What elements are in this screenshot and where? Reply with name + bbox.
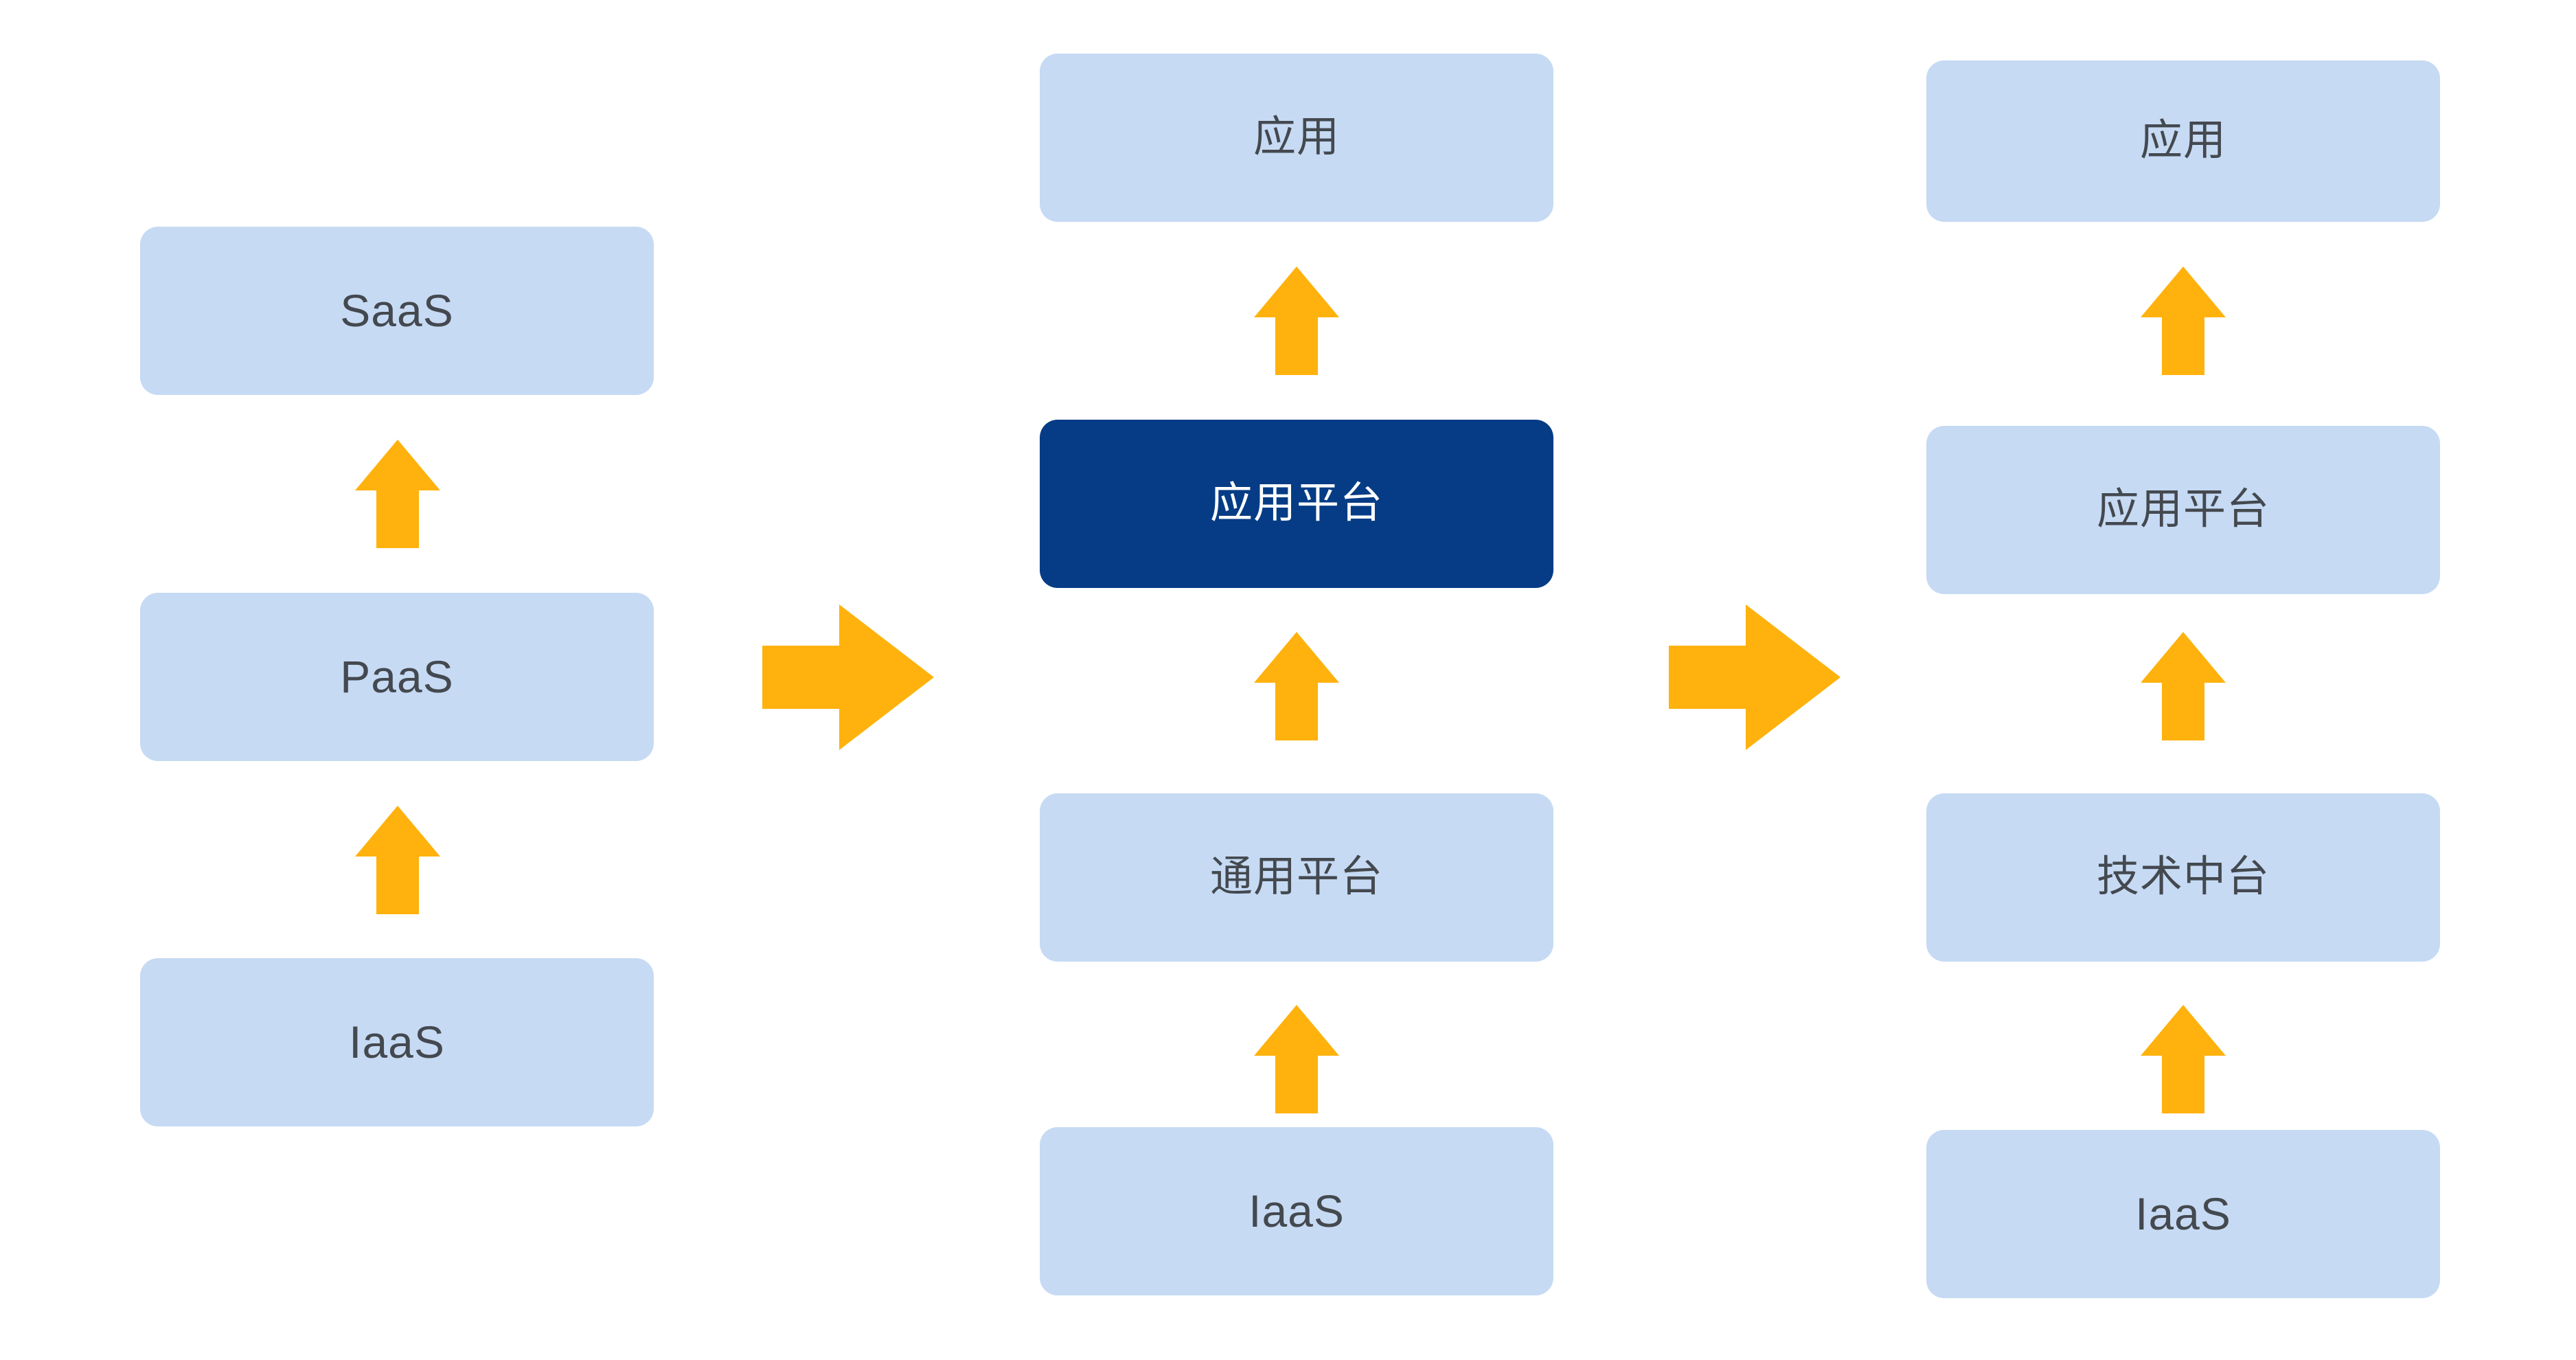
node-app-platform-col2[interactable]: 应用平台 [1040,420,1553,588]
node-label: 应用 [2139,117,2226,165]
node-app-platform-col3[interactable]: 应用平台 [1926,426,2440,594]
arrow-right-icon-transition-2 [1669,604,1840,750]
node-label: IaaS [2135,1188,2231,1240]
arrow-up-icon-app-platform-to-app-col3 [2141,267,2226,375]
arrow-up-icon-iaas-to-paas-col1-lower [355,806,440,914]
node-label: IaaS [1249,1186,1345,1237]
arrow-right-icon-transition-1 [762,604,934,750]
node-tech-middle-platform-col3[interactable]: 技术中台 [1926,793,2440,962]
arrow-up-icon-tech-middle-platform-to-app-platform-col3 [2141,632,2226,740]
node-paas[interactable]: PaaS [140,593,654,761]
arrow-up-icon-iaas-to-general-platform-col2 [1254,1005,1339,1113]
node-label: 应用平台 [1209,479,1383,528]
node-label: 通用平台 [1209,853,1383,901]
arrow-up-icon-iaas-to-tech-middle-platform-col3 [2141,1005,2226,1113]
node-iaas[interactable]: IaaS [140,958,654,1126]
arrow-up-icon-general-platform-to-app-platform-col2 [1254,632,1339,740]
node-label: 应用 [1253,113,1340,161]
node-app-col2[interactable]: 应用 [1040,54,1553,222]
node-label: 技术中台 [2096,853,2270,901]
arrow-up-icon-app-platform-to-app-col2 [1254,267,1339,375]
node-label: SaaS [340,285,454,337]
node-iaas-col3[interactable]: IaaS [1926,1130,2440,1298]
arrow-up-icon-iaas-to-paas-col1-upper [355,440,440,548]
node-saas[interactable]: SaaS [140,227,654,395]
node-label: PaaS [340,651,454,703]
node-label: 应用平台 [2096,486,2270,534]
node-general-platform-col2[interactable]: 通用平台 [1040,793,1553,962]
node-iaas-col2[interactable]: IaaS [1040,1127,1553,1295]
node-app-col3[interactable]: 应用 [1926,60,2440,222]
node-label: IaaS [349,1017,445,1068]
